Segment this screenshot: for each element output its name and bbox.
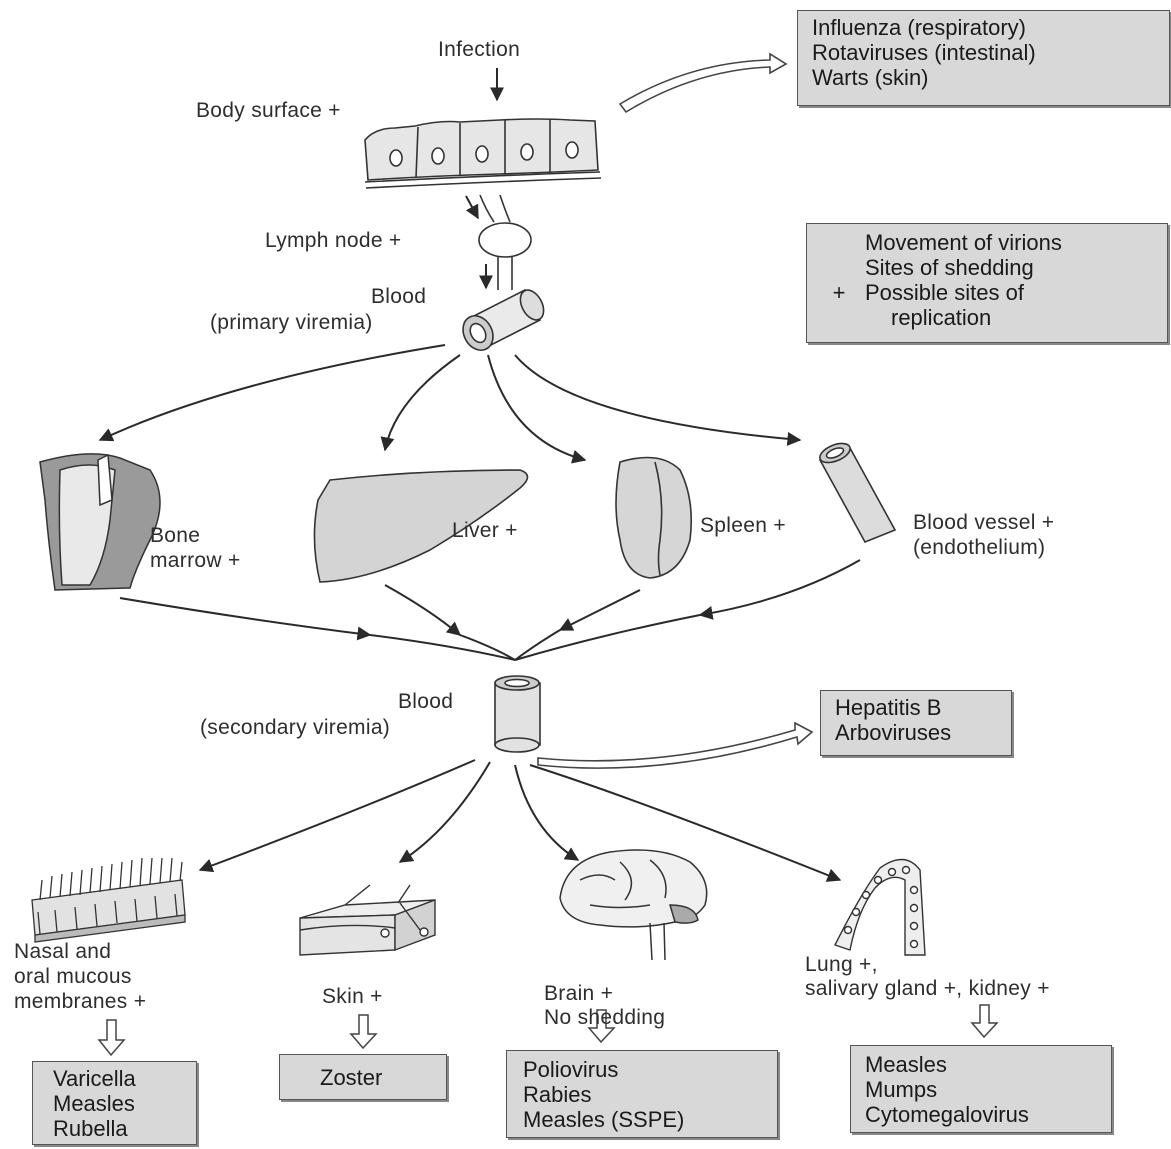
body-surface-label: Body surface + [196,99,341,123]
arrow-to-lymph-node [466,196,478,218]
brain-virus-box: Poliovirus Rabies Measles (SSPE) [506,1050,778,1138]
box-item: Varicella [53,1066,176,1091]
brain-illustration [560,850,707,960]
lung-virus-box: Measles Mumps Cytomegalovirus [850,1045,1112,1133]
blood-primary-label: Blood [371,285,426,309]
body-surface-virus-box: Influenza (respiratory) Rotaviruses (int… [797,10,1170,106]
shedding-arrow-body-surface [620,54,786,112]
nasal-mucosa-illustration [32,858,185,942]
skin-illustration [300,885,435,955]
bone-label: Bone [150,524,200,548]
box-item: Measles [53,1091,176,1116]
convergence-arrows [120,560,860,660]
box-item: Cytomegalovirus [865,1102,1097,1127]
lymph-node-label: Lymph node + [265,229,402,253]
secondary-viremia-label: (secondary viremia) [200,716,390,740]
legend-replication: +Possible sites of [813,280,1161,305]
primary-viremia-label: (primary viremia) [210,311,373,335]
shedding-arrow-secondary-viremia [538,723,812,768]
box-item: Rubella [53,1116,176,1141]
endothelium-label: (endothelium) [913,536,1045,560]
dissemination-arrows [100,345,800,460]
skin-virus-box: Zoster [279,1054,447,1100]
marrow-label: marrow + [150,549,241,573]
box-item: Measles (SSPE) [523,1107,761,1132]
brain-label: Brain + [544,982,613,1006]
box-item: Zoster [320,1065,406,1090]
box-item: Measles [865,1052,1097,1077]
blood-vessel-label: Blood vessel + [913,511,1054,535]
box-item: Rabies [523,1082,761,1107]
secondary-viremia-virus-box: Hepatitis B Arboviruses [820,690,1012,756]
legend-replication-label: Possible sites of [865,280,1024,305]
box-item: Mumps [865,1077,1097,1102]
nasal-virus-box: Varicella Measles Rubella [32,1061,197,1145]
legend-replication-cont: replication [813,305,1161,330]
spleen-illustration [616,458,691,579]
nasal-label-1: Nasal and [14,940,111,964]
infection-label: Infection [438,38,520,62]
box-item: Arboviruses [835,720,997,745]
no-shedding-label: No shedding [544,1006,665,1030]
plus-symbol: + [813,280,865,305]
lung-gland-illustration [835,859,925,955]
salivary-kidney-label: salivary gland +, kidney + [805,977,1050,1001]
epithelium-illustration [365,119,601,188]
legend-replication-label-2: replication [891,305,991,330]
target-organ-arrows [200,760,840,880]
box-item: Warts (skin) [812,65,1155,90]
box-item: Hepatitis B [835,695,997,720]
nasal-label-3: membranes + [14,990,146,1014]
lung-label: Lung +, [805,953,878,977]
bone-marrow-illustration [40,454,160,590]
box-item: Poliovirus [523,1057,761,1082]
skin-label: Skin + [322,985,383,1009]
legend-movement-label: Movement of virions [865,230,1062,255]
legend-movement: Movement of virions [813,230,1161,255]
nasal-label-2: oral mucous [14,965,132,989]
box-item: Rotaviruses (intestinal) [812,40,1155,65]
legend-shedding: Sites of shedding [813,255,1161,280]
blood-secondary-label: Blood [398,690,453,714]
secondary-blood-vessel-illustration [495,676,540,752]
box-item: Influenza (respiratory) [812,15,1155,40]
legend-box: Movement of virions Sites of shedding +P… [806,223,1168,343]
endothelium-vessel-illustration [817,440,895,542]
primary-blood-vessel-illustration [457,286,548,355]
liver-label: Liver + [452,519,518,543]
spleen-label: Spleen + [700,514,786,538]
legend-shedding-label: Sites of shedding [865,255,1034,280]
